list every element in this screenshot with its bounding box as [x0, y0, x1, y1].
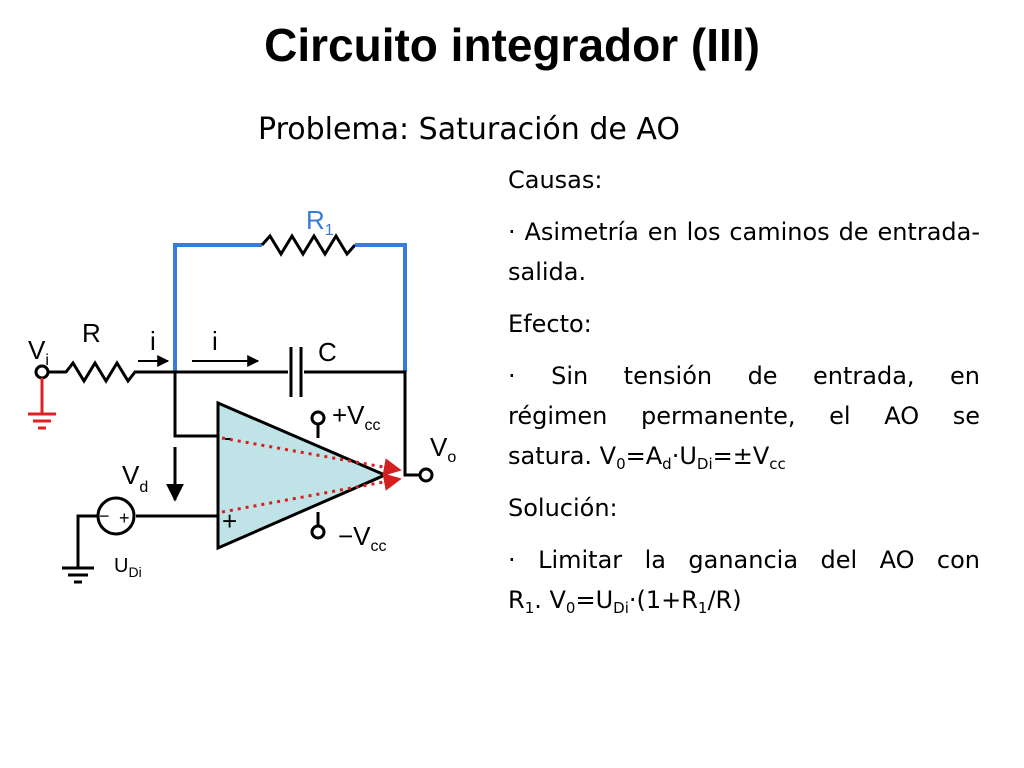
efecto-line-1: · Sin tensión de entrada, en	[508, 362, 980, 390]
r-label: R	[82, 318, 101, 348]
text-panel: Causas: · Asimetría en los caminos de en…	[508, 160, 980, 620]
current-label-1: i	[150, 326, 156, 356]
causas-bullet: · Asimetría en los caminos de entrada-sa…	[508, 218, 980, 286]
vd-label: Vd	[122, 460, 148, 496]
slide-subtitle: Problema: Saturación de AO	[258, 112, 680, 147]
r1-label: R1	[306, 205, 334, 239]
current-label-2: i	[212, 326, 218, 356]
udi-label: UDi	[114, 555, 142, 580]
source-plus-label: +	[119, 508, 130, 528]
efecto-line-2: régimen permanente, el AO se	[508, 402, 980, 430]
saturation-arrow-upper	[221, 436, 402, 476]
vcc-neg-terminal	[310, 524, 326, 540]
vo-terminal	[418, 467, 434, 483]
solucion-line-1: · Limitar la ganancia del AO con	[508, 546, 980, 574]
feedback-resistor-r1	[173, 233, 407, 372]
causas-heading: Causas:	[508, 166, 603, 194]
source-minus-label: −	[99, 506, 110, 526]
solucion-heading: Solución:	[508, 494, 618, 522]
source-ground	[62, 514, 98, 584]
input-ground-red	[28, 378, 56, 430]
c-label: C	[318, 337, 337, 367]
inverting-input-wire	[173, 372, 218, 438]
vi-label: Vi	[28, 335, 49, 369]
vcc-neg-label: −Vcc	[338, 521, 387, 555]
slide-title: Circuito integrador (III)	[264, 19, 760, 71]
integrator-circuit-diagram: R1 R Vi i i C - + +Vcc −Vcc Vo Vd − + UD	[28, 205, 456, 584]
plus-input-label: +	[222, 506, 237, 536]
vcc-pos-label: +Vcc	[332, 400, 381, 434]
vcc-pos-terminal	[310, 410, 326, 426]
efecto-line-3: satura. V0=Ad·UDi=±Vcc	[508, 442, 786, 473]
solucion-line-2: R1. V0=UDi·(1+R1/R)	[508, 586, 742, 617]
opamp-triangle	[216, 400, 389, 551]
capacitor-c	[289, 347, 420, 477]
saturation-arrow-lower	[221, 473, 402, 514]
efecto-heading: Efecto:	[508, 310, 592, 338]
minus-input-label: -	[224, 422, 233, 452]
vo-label: Vo	[430, 432, 456, 466]
input-resistor-r	[48, 360, 288, 384]
